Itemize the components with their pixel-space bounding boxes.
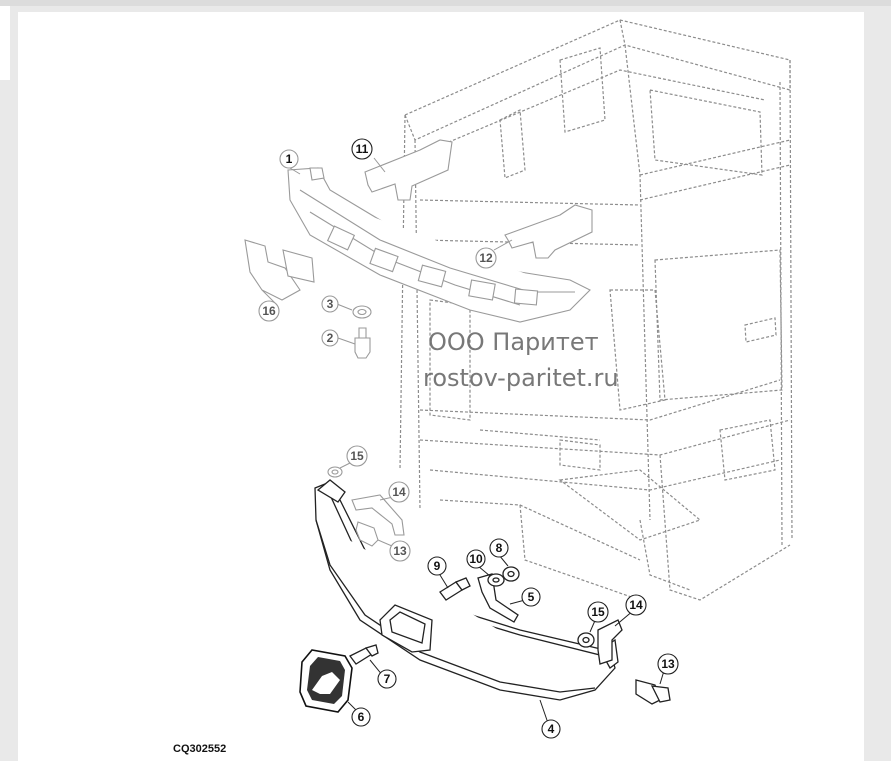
bolt-2 (354, 327, 371, 359)
bolt-13-right (635, 679, 671, 705)
callout-1: 1 (279, 149, 299, 169)
washer-10 (487, 573, 505, 587)
callout-8: 8 (489, 538, 509, 558)
bracket-14-right (597, 619, 623, 665)
svg-text:15: 15 (350, 449, 364, 463)
bolt-9 (439, 577, 471, 601)
callout-11: 11 (351, 138, 373, 160)
callout-13-right: 13 (657, 653, 679, 675)
watermark-company: ООО Паритет (428, 328, 599, 356)
svg-text:9: 9 (434, 559, 441, 573)
cab-frame (399, 19, 793, 601)
svg-text:11: 11 (356, 142, 369, 156)
svg-text:7: 7 (384, 672, 391, 686)
svg-text:14: 14 (392, 485, 406, 499)
svg-text:15: 15 (591, 605, 605, 619)
svg-text:10: 10 (469, 552, 483, 566)
svg-text:16: 16 (262, 304, 276, 318)
callout-12: 12 (475, 247, 497, 269)
callout-10: 10 (466, 549, 486, 569)
upper-support-rail (287, 167, 591, 323)
svg-text:5: 5 (528, 590, 535, 604)
svg-text:6: 6 (358, 710, 365, 724)
svg-text:14: 14 (629, 598, 643, 612)
callout-4: 4 (541, 719, 561, 739)
bracket-16 (244, 239, 315, 301)
svg-text:3: 3 (327, 297, 334, 311)
watermark-site: rostov-paritet.ru (423, 364, 619, 392)
callout-16: 16 (258, 300, 280, 322)
callout-7: 7 (377, 669, 397, 689)
callout-3: 3 (321, 295, 339, 313)
callout-5: 5 (521, 587, 541, 607)
callout-9: 9 (427, 556, 447, 576)
nut-8 (502, 566, 520, 582)
front-bumper (314, 479, 619, 701)
bolt-13-left (355, 521, 379, 547)
nut-15-right (577, 632, 595, 648)
callout-13-left: 13 (389, 540, 411, 562)
bracket-12 (504, 204, 593, 259)
svg-text:2: 2 (327, 331, 334, 345)
bolt-7 (349, 644, 379, 665)
svg-text:12: 12 (479, 251, 493, 265)
nut-3 (352, 305, 372, 319)
svg-text:13: 13 (393, 544, 407, 558)
svg-text:8: 8 (496, 541, 503, 555)
diagram-code: CQ302552 (173, 743, 226, 755)
svg-text:13: 13 (661, 657, 675, 671)
left-panel-strip (0, 6, 10, 80)
emblem-6 (299, 649, 353, 713)
window-top-band (0, 0, 891, 6)
callout-6: 6 (351, 707, 371, 727)
bracket-14-left (351, 494, 405, 536)
callout-2: 2 (321, 329, 339, 347)
svg-text:1: 1 (286, 152, 293, 166)
nut-15-left (327, 466, 343, 478)
svg-text:4: 4 (548, 722, 555, 736)
callout-15-left: 15 (346, 445, 368, 467)
callout-14-left: 14 (388, 481, 410, 503)
callout-14-right: 14 (625, 594, 647, 616)
callout-15-right: 15 (587, 601, 609, 623)
bracket-11 (364, 139, 453, 201)
